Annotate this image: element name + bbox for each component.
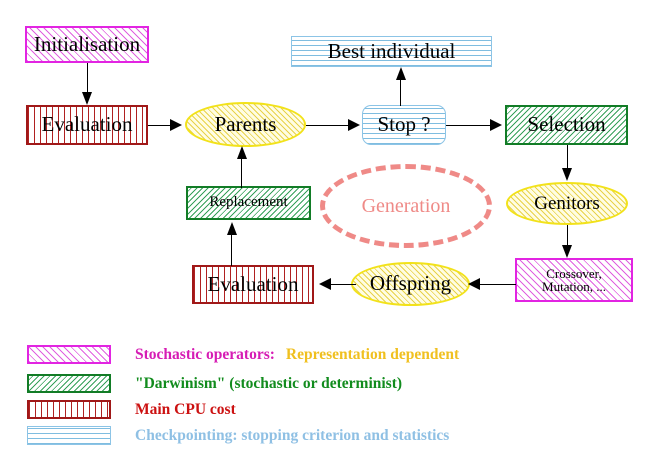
legend-label-cpu: Main CPU cost [135, 400, 236, 418]
legend-row-2: Main CPU cost [0, 400, 236, 419]
arrow-eval-to-parents-head [170, 119, 182, 131]
arrow-offspring-to-eval-line [330, 284, 356, 285]
arrow-offspring-to-eval-head [319, 278, 331, 290]
legend-row-0: Stochastic operators: Representation depe… [0, 345, 459, 364]
legend-swatch-stochastic [27, 345, 111, 364]
node-crossover-line1: Crossover, [546, 265, 602, 281]
node-offspring[interactable]: Offspring [351, 262, 470, 306]
arrow-selection-to-genitors-head [562, 168, 572, 181]
node-replacement-label: Replacement [209, 194, 288, 211]
arrow-parents-to-stop-line [306, 125, 354, 126]
legend-label-stochastic-text: Stochastic operators: [135, 345, 275, 363]
node-parents-label: Parents [214, 111, 277, 136]
arrow-init-to-eval-head [82, 92, 92, 105]
arrow-stop-to-best-line [400, 70, 401, 106]
node-evaluation-top-label: Evaluation [41, 112, 133, 137]
node-replacement[interactable]: Replacement [186, 186, 311, 220]
node-selection-label: Selection [527, 112, 606, 137]
legend-label-darwinism: "Darwinism" (stochastic or determinist) [135, 374, 403, 392]
arrow-parents-to-stop-head [348, 119, 360, 131]
legend-row-3: Checkpointing: stopping criterion and st… [0, 426, 449, 445]
node-parents[interactable]: Parents [185, 102, 306, 147]
arrow-genitors-to-crossover-line [567, 225, 568, 251]
node-stop[interactable]: Stop ? [362, 105, 446, 145]
arrow-eval-to-replacement-line [231, 226, 232, 266]
arrow-replacement-to-parents-head [237, 146, 247, 159]
node-initialisation[interactable]: Initialisation [25, 26, 149, 63]
node-evaluation-top[interactable]: Evaluation [26, 105, 148, 145]
node-initialisation-label: Initialisation [33, 31, 141, 56]
arrow-init-to-eval-line [87, 63, 88, 95]
node-crossover-mutation[interactable]: Crossover, Mutation, ... [515, 258, 633, 302]
arrow-eval-to-replacement-head [227, 222, 237, 235]
node-best-individual[interactable]: Best individual [291, 36, 492, 67]
arrow-stop-to-selection-head [490, 119, 502, 131]
legend-label-stochastic: Stochastic operators: Representation depe… [135, 346, 459, 364]
node-crossover-line2: Mutation, ... [542, 279, 606, 294]
node-selection[interactable]: Selection [505, 105, 628, 145]
node-best-individual-label: Best individual [327, 38, 456, 63]
legend-swatch-cpu [27, 400, 111, 419]
node-offspring-label: Offspring [369, 271, 452, 296]
node-genitors-label: Genitors [534, 192, 600, 214]
node-evaluation-bottom-label: Evaluation [207, 271, 299, 296]
node-generation-group: Generation [320, 164, 492, 248]
legend-row-1: "Darwinism" (stochastic or determinist) [0, 374, 402, 393]
node-generation-label: Generation [361, 194, 451, 217]
legend-label-stochastic-extra: Representation dependent [285, 345, 460, 363]
arrow-stop-to-best-head [396, 67, 406, 80]
arrow-crossover-to-offspring-line [478, 284, 516, 285]
arrow-stop-to-selection-line [446, 125, 496, 126]
arrow-eval-to-parents-line [148, 125, 178, 126]
node-evaluation-bottom[interactable]: Evaluation [192, 265, 314, 304]
arrow-selection-to-genitors-line [567, 145, 568, 173]
node-genitors[interactable]: Genitors [506, 182, 628, 225]
legend-label-checkpointing: Checkpointing: stopping criterion and st… [135, 426, 450, 444]
legend-swatch-checkpointing [27, 426, 111, 445]
arrow-replacement-to-parents-line [241, 152, 242, 188]
node-stop-label: Stop ? [377, 112, 431, 137]
legend-swatch-darwinism [27, 374, 111, 393]
arrow-crossover-to-offspring-head [468, 278, 480, 290]
arrow-genitors-to-crossover-head [562, 245, 572, 258]
